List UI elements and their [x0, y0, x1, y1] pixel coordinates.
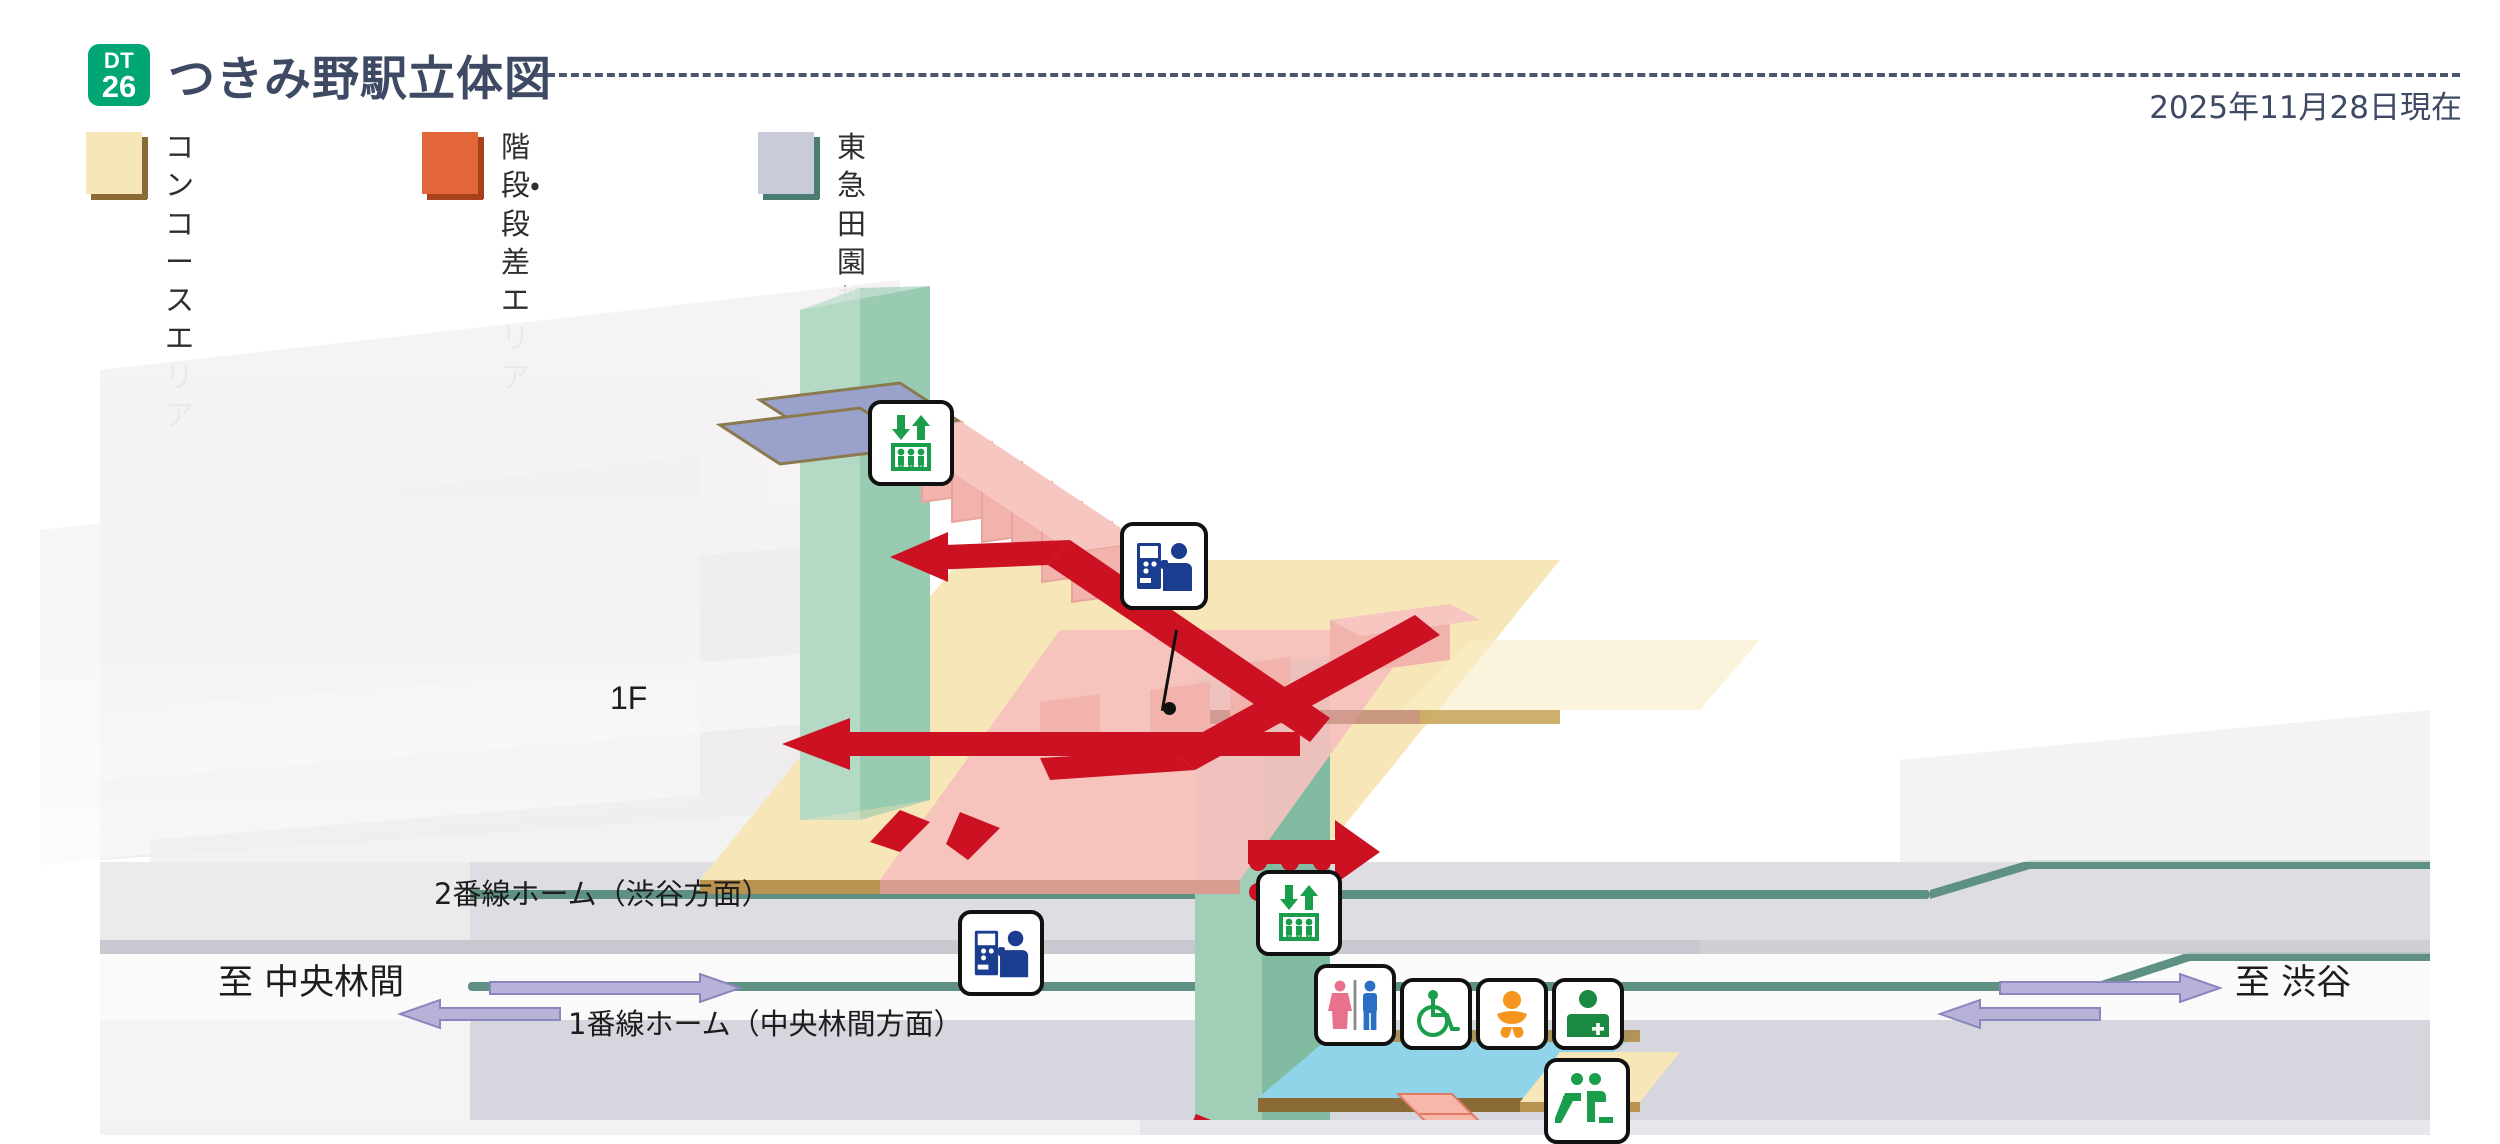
ticket-machine-glyph	[974, 930, 1029, 978]
platform-1-label: 1番線ホーム（中央林間方面）	[568, 1007, 963, 1041]
ticket-machine-glyph	[1137, 543, 1192, 591]
legend-swatch-concourse	[86, 132, 148, 200]
baby-glyph	[1497, 991, 1527, 1038]
wheelchair-accessible-icon[interactable]	[1400, 978, 1472, 1050]
train-arrows-left	[396, 972, 744, 1030]
train-arrows-right	[1936, 972, 2224, 1030]
concourse-ext	[1400, 640, 1760, 710]
elevator-glyph	[1279, 885, 1319, 941]
restroom-glyph	[1328, 980, 1377, 1030]
escalator-glyph	[1555, 1073, 1613, 1123]
wheelchair-glyph	[1417, 990, 1460, 1037]
lower-slab-edge	[1140, 1120, 2430, 1135]
station-number: 26	[101, 69, 137, 104]
restroom-icon[interactable]	[1314, 964, 1396, 1046]
direction-label-shibuya: 至 渋谷	[2235, 963, 2352, 1003]
title-divider	[535, 73, 2460, 77]
station-line-code: DT	[103, 48, 135, 73]
ostomate-icon[interactable]	[1552, 978, 1624, 1050]
route-arrows	[782, 532, 1440, 1135]
elevator-icon-east[interactable]	[1256, 870, 1342, 956]
as-of-date: 2025年11月28日現在	[2149, 90, 2462, 126]
ticket-machine-icon-west[interactable]	[958, 910, 1044, 996]
elevator-icon-west[interactable]	[868, 400, 954, 486]
ostomate-glyph	[1567, 990, 1609, 1037]
leader-dot-ticket-machine-center	[1163, 702, 1176, 715]
ticket-machine-icon-center[interactable]	[1120, 522, 1208, 610]
right-envelope	[1700, 710, 2430, 954]
baby-changing-icon[interactable]	[1476, 978, 1548, 1050]
page-header: DT 26 つきみ野駅立体図 2025年11月28日現在	[0, 0, 2500, 126]
station-number-badge: DT 26	[88, 44, 150, 106]
direction-label-chuo-rinkan: 至 中央林間	[218, 963, 405, 1003]
platform-2-label: 2番線ホーム（渋谷方面）	[434, 877, 771, 911]
escalator-icon[interactable]	[1544, 1058, 1630, 1144]
legend-swatch-stairs	[422, 132, 484, 200]
legend-swatch-platform	[758, 132, 820, 200]
page-title: つきみ野駅立体図	[168, 52, 552, 107]
floor-label-1f: 1F	[610, 680, 648, 716]
station-diagram: 1F 2番線ホーム（渋谷方面） 1番線ホーム（中央林間方面） 至 中央林間 至 …	[0, 240, 2500, 1144]
elevator-glyph	[891, 415, 931, 471]
